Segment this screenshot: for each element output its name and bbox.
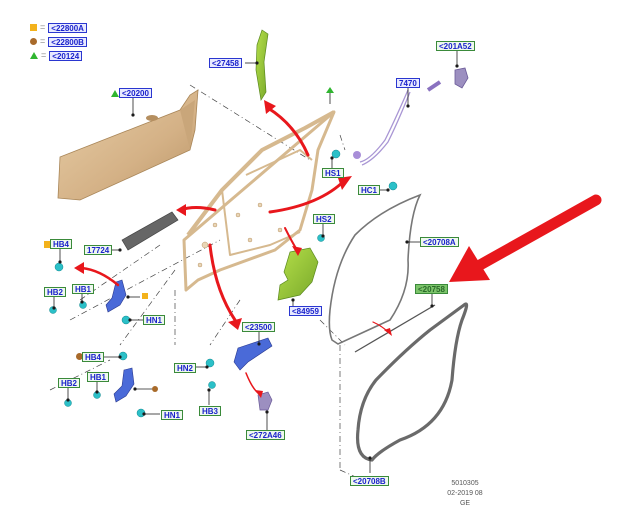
- callout-hb4-upper[interactable]: HB4: [50, 239, 73, 249]
- callout-hc1[interactable]: HC1: [358, 185, 381, 195]
- fastener-hn2: [205, 358, 215, 368]
- legend-ref-20124[interactable]: <20124: [49, 50, 83, 61]
- channel-part[interactable]: [121, 211, 179, 251]
- fastener-hc1: [388, 181, 398, 191]
- marker-circle-lower-hinge: [152, 386, 158, 392]
- upper-hinge-part[interactable]: [105, 279, 127, 313]
- legend-equals: =: [40, 36, 46, 46]
- marker-square-upper-hinge: [142, 293, 148, 299]
- callout-hb2-upper[interactable]: HB2: [44, 287, 67, 297]
- callout-hs1[interactable]: HS1: [322, 168, 344, 178]
- door-outer-panel[interactable]: [57, 89, 199, 201]
- callout-20708b[interactable]: <20708B: [350, 476, 389, 486]
- diagram-date: 02-2019 08: [447, 490, 483, 497]
- callout-hn2[interactable]: HN2: [174, 363, 197, 373]
- fastener-hb3: [208, 381, 216, 389]
- callout-84959[interactable]: <84959: [289, 306, 322, 316]
- legend-ref-22800b[interactable]: <22800B: [48, 36, 87, 47]
- orange-square-icon: [44, 241, 51, 248]
- fastener-hb4a: [54, 262, 64, 272]
- callout-201a52[interactable]: <201A52: [436, 41, 475, 51]
- arrow-heads: [74, 100, 392, 398]
- lock-cover-part[interactable]: [277, 247, 319, 301]
- legend-equals: =: [41, 50, 47, 60]
- legend-row-22800a: = <22800A: [30, 22, 87, 33]
- green-triangle-icon: [111, 90, 119, 97]
- callout-hb3[interactable]: HB3: [199, 406, 222, 416]
- callout-hb1-upper[interactable]: HB1: [72, 284, 95, 294]
- callout-27458[interactable]: <27458: [209, 58, 242, 68]
- diagram-footer: 5010305 02-2019 08 GE: [440, 479, 490, 509]
- orange-square-icon: [30, 24, 37, 31]
- window-seal-upper[interactable]: [328, 193, 422, 345]
- green-triangle-icon: [30, 52, 38, 59]
- callout-hn1-lower[interactable]: HN1: [161, 410, 184, 420]
- callout-hb4-lower[interactable]: HB4: [82, 352, 105, 362]
- door-frame-holes: [197, 202, 283, 268]
- marker-triangle-frame: [326, 87, 334, 93]
- cable-clip-part[interactable]: [353, 151, 361, 159]
- callout-272a46[interactable]: <272A46: [246, 430, 285, 440]
- check-arm-part[interactable]: [233, 337, 273, 371]
- callout-17724[interactable]: 17724: [84, 245, 113, 255]
- assembly-lines: [49, 84, 359, 479]
- brown-circle-icon: [76, 353, 83, 360]
- callout-20708a[interactable]: <20708A: [420, 237, 459, 247]
- reinforcement-strip-part[interactable]: [255, 29, 269, 101]
- belt-weatherstrip[interactable]: [354, 304, 436, 353]
- legend-ref-22800a[interactable]: <22800A: [48, 22, 87, 33]
- door-inner-frame[interactable]: [182, 110, 336, 292]
- brown-circle-icon: [30, 38, 37, 45]
- callout-20200[interactable]: <20200: [119, 88, 152, 98]
- diagram-code: 5010305: [451, 480, 479, 487]
- lower-hinge-part[interactable]: [113, 367, 135, 403]
- callout-20758[interactable]: <20758: [415, 284, 448, 294]
- callout-hb2-lower[interactable]: HB2: [58, 378, 81, 388]
- callout-hs2[interactable]: HS2: [313, 214, 335, 224]
- cable-part[interactable]: [359, 80, 442, 166]
- callout-hn1-upper[interactable]: HN1: [143, 315, 166, 325]
- latch-bracket-part[interactable]: [454, 67, 469, 89]
- diagram-region: GE: [459, 500, 471, 507]
- fastener-hs1: [331, 149, 341, 159]
- callout-23500[interactable]: <23500: [242, 322, 275, 332]
- check-arm-gasket-part[interactable]: [257, 391, 273, 411]
- callout-hb1-lower[interactable]: HB1: [87, 372, 110, 382]
- door-seal-lower[interactable]: [355, 302, 469, 462]
- leader-lines: [52, 50, 459, 473]
- big-red-pointer-arrow: [449, 194, 602, 282]
- legend-row-22800b: = <22800B: [30, 36, 87, 47]
- legend-equals: =: [40, 22, 46, 32]
- legend-row-20124: = <20124: [30, 50, 83, 61]
- callout-7470[interactable]: 7470: [396, 78, 420, 88]
